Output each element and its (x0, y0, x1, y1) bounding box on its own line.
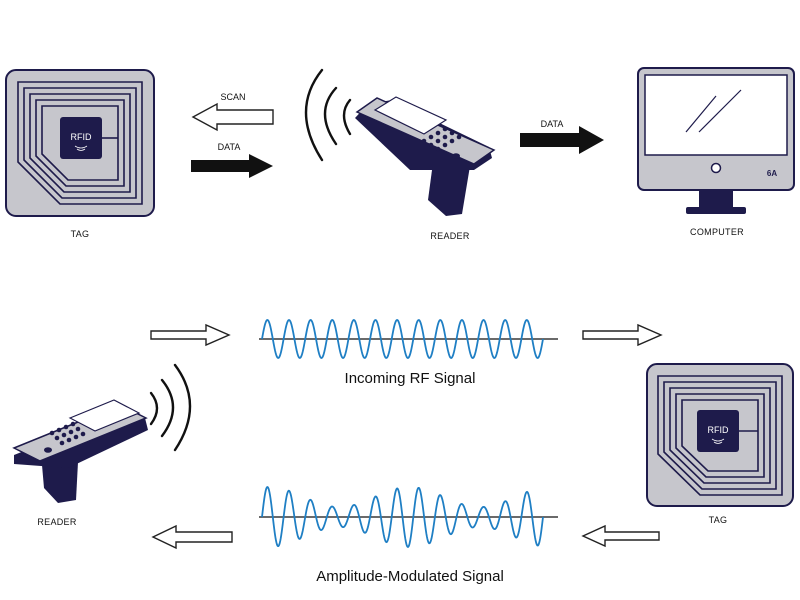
chip-text-top: RFID (71, 132, 92, 142)
tag-label-top: TAG (70, 229, 90, 239)
monitor-logo: 6A (767, 169, 777, 178)
data-label-2: DATA (541, 119, 564, 129)
reader-top-waves-icon (304, 68, 352, 162)
rfid-chip-top (60, 117, 102, 159)
computer-label: COMPUTER (690, 227, 744, 237)
arrow-reader-to-wave (150, 323, 231, 347)
reader-top-keypad (421, 126, 462, 159)
reader-bottom-keypad (44, 421, 86, 453)
tag-top-antenna-coils (17, 81, 143, 205)
data-arrow-reader-to-computer: DATA (520, 119, 604, 154)
data-arrow-tag-to-reader: DATA (191, 142, 273, 178)
reader-label-top: READER (430, 231, 470, 241)
incoming-waveform (261, 319, 544, 359)
computer-monitor: 6A (637, 67, 795, 214)
modulated-signal (259, 486, 558, 548)
tag-label-bottom: TAG (708, 515, 728, 525)
rfid-chip-bottom (697, 410, 739, 452)
incoming-rf-signal (259, 319, 558, 359)
tag-bottom: RFID (646, 363, 794, 507)
arrow-tag-to-wave (581, 524, 660, 548)
arrow-wave-to-reader (151, 524, 233, 550)
tag-top: RFID (5, 69, 155, 217)
incoming-signal-caption: Incoming RF Signal (344, 370, 476, 387)
reader-label-bottom: READER (37, 517, 77, 527)
reader-top (304, 68, 496, 216)
reader-bottom (12, 363, 192, 503)
data-label-1: DATA (218, 142, 241, 152)
scan-arrow: SCAN (191, 92, 274, 132)
modulated-waveform (261, 486, 544, 548)
tag-bottom-antenna-coils (657, 375, 783, 496)
scan-label: SCAN (220, 92, 245, 102)
modulated-signal-caption: Amplitude-Modulated Signal (316, 568, 504, 585)
reader-bottom-waves-icon (149, 363, 192, 452)
arrow-wave-to-tag (582, 323, 663, 347)
chip-text-bottom: RFID (708, 425, 729, 435)
